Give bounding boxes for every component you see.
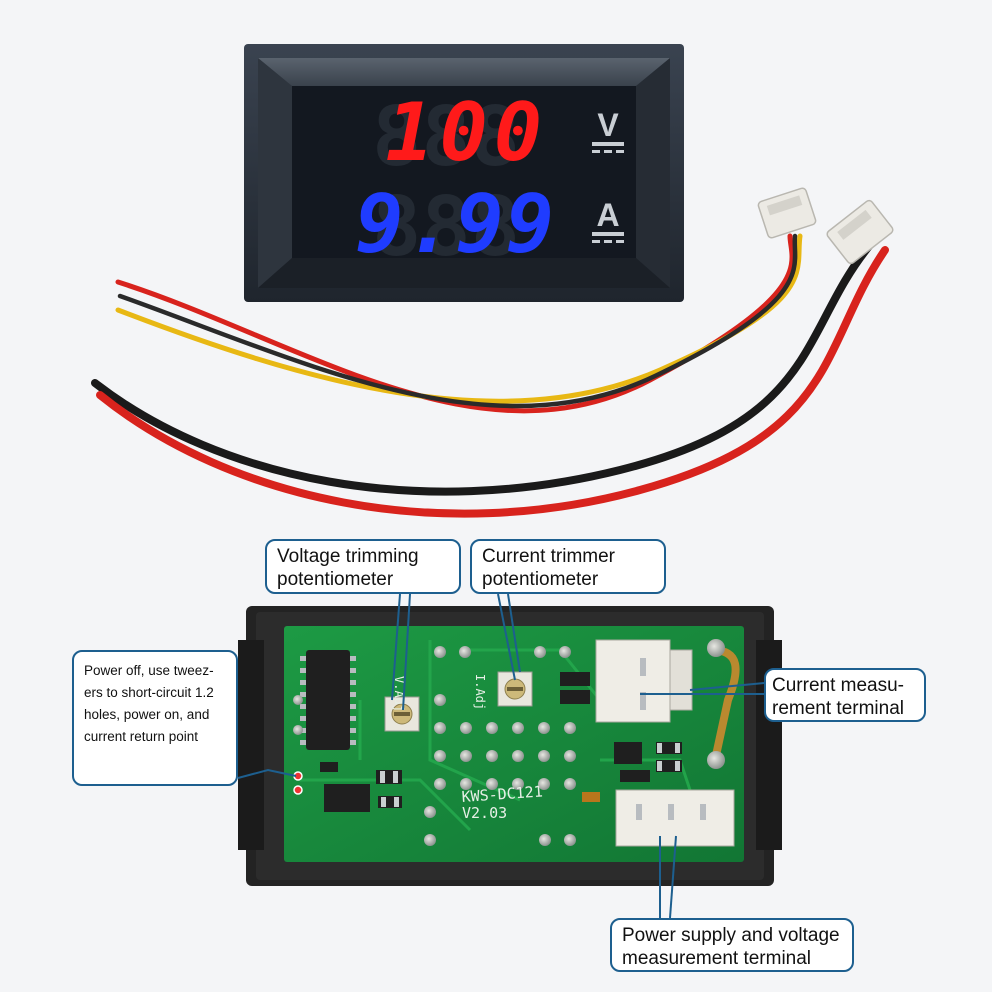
voltage-potentiometer[interactable] <box>384 696 420 732</box>
callout-short-line1: Power off, use tweez- <box>84 663 214 678</box>
smd-components <box>293 672 682 812</box>
callout-current-trimmer: Current trimmer potentiometer <box>470 539 666 594</box>
callout-short-line4: current return point <box>84 729 199 744</box>
voltage-reading: 100 <box>386 86 549 179</box>
meter-front-panel: 888 888 100 9.99 V A <box>244 44 684 302</box>
silkscreen-version: V2.03 <box>462 804 507 822</box>
callout-voltage-trimming: Voltage trimming potentiometer <box>265 539 461 594</box>
microcontroller-chip <box>300 650 356 750</box>
current-measurement-terminal[interactable] <box>595 639 693 723</box>
callout-power-supply-line2: measurement terminal <box>622 948 812 969</box>
callout-leaders <box>237 593 765 919</box>
callout-current-measure-line2: rement terminal <box>772 698 904 719</box>
voltage-unit-label: V <box>597 107 619 143</box>
current-reading: 9.99 <box>355 178 556 271</box>
silkscreen-model: KWS-DC121 <box>461 782 543 806</box>
wire-harness-three-pin <box>115 187 817 414</box>
dc-symbol-current-icon <box>592 232 624 243</box>
svg-text:888: 888 <box>372 90 520 185</box>
two-pin-connector <box>826 199 894 265</box>
through-hole-pads <box>293 646 576 846</box>
callout-current-measure-line1: Current measu- <box>772 675 904 696</box>
callout-power-supply: Power supply and voltage measurement ter… <box>610 918 854 972</box>
svg-text:888: 888 <box>372 180 520 275</box>
dc-symbol-voltage-icon <box>592 142 624 153</box>
callout-short-line2: ers to short-circuit 1.2 <box>84 685 214 700</box>
callout-short-circuit-note: Power off, use tweez- ers to short-circu… <box>72 650 238 786</box>
wire-harness-two-pin <box>91 199 894 518</box>
callout-voltage-trim-line2: potentiometer <box>277 569 394 590</box>
short-circuit-hole-2[interactable] <box>293 785 303 795</box>
callout-power-supply-line1: Power supply and voltage <box>622 925 840 946</box>
silkscreen-iadj: I.Adj <box>473 674 487 710</box>
callout-voltage-trim-line1: Voltage trimming <box>277 546 419 567</box>
three-pin-connector <box>757 187 817 239</box>
current-unit-label: A <box>596 197 619 233</box>
callout-current-trim-line2: potentiometer <box>482 569 599 590</box>
callout-current-trim-line1: Current trimmer <box>482 546 616 567</box>
callout-short-line3: holes, power on, and <box>84 707 210 722</box>
pcb-board: V.Adj I.Adj <box>284 626 744 862</box>
callout-current-measurement: Current measu- rement terminal <box>764 668 926 722</box>
